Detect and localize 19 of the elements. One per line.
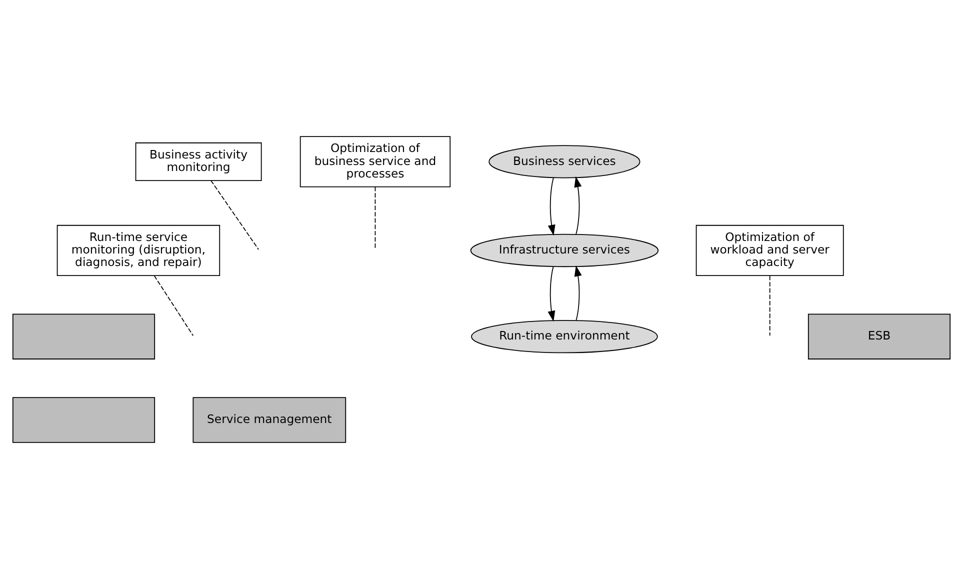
node-ellipse: Infrastructure services xyxy=(470,234,659,268)
node-box: Optimization of business service and processes xyxy=(300,136,451,188)
connector xyxy=(374,186,376,250)
arrow xyxy=(548,266,556,322)
arrow xyxy=(574,266,582,321)
connector xyxy=(769,275,770,336)
node-ellipse: Run-time environment xyxy=(471,320,658,354)
node-ellipse: Business services xyxy=(488,145,640,178)
node-box xyxy=(12,397,156,443)
node-box: ESB xyxy=(808,314,951,360)
connector xyxy=(210,180,259,250)
node-box: Run-time service monitoring (disruption, diagnosis, and repair) xyxy=(56,224,220,276)
node-box: Optimization of workload and server capacity xyxy=(696,224,844,276)
node-box: Business activity monitoring xyxy=(135,142,262,181)
arrow xyxy=(574,176,582,235)
node-box: Service management xyxy=(192,397,346,443)
connector xyxy=(154,275,194,336)
node-box xyxy=(12,314,156,360)
arrow xyxy=(548,177,556,236)
